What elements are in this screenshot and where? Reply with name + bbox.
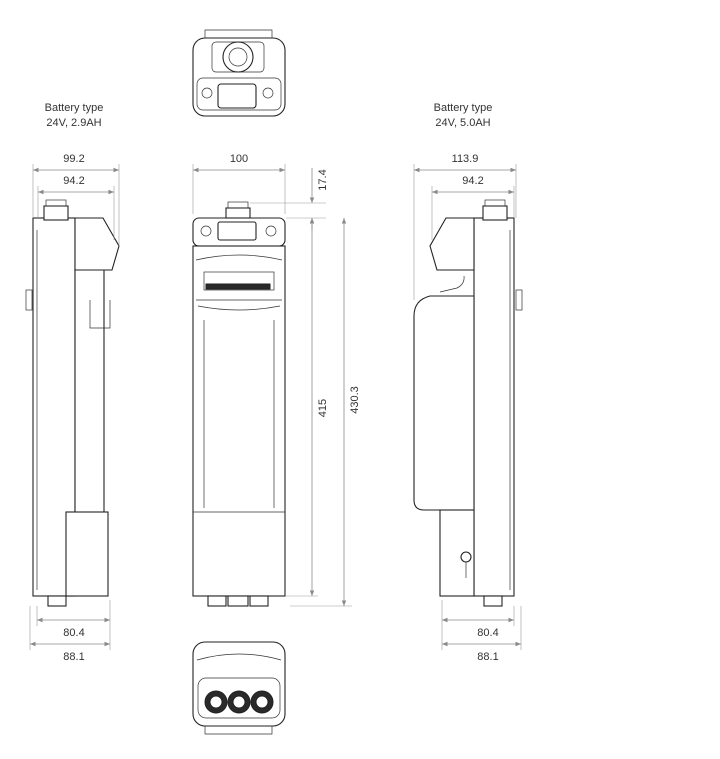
outlet-icons (204, 690, 274, 714)
left-width-overall: 99.2 (63, 153, 84, 165)
connector-knob-icon (222, 41, 254, 73)
front-height-body: 415 (317, 399, 329, 417)
grip-bar (205, 283, 271, 290)
front-connector-cap (225, 207, 251, 219)
top-view (192, 29, 286, 117)
right-connector-cap (482, 205, 508, 221)
handle (74, 217, 120, 271)
bottom-view (192, 641, 286, 735)
front-width: 100 (230, 153, 248, 165)
right-side-view: Battery type 24V, 5.0AH 113.9 94.2 80.4 (413, 102, 523, 663)
large-battery-pack (413, 295, 475, 511)
left-side-view: Battery type 24V, 2.9AH 99.2 94.2 80.4 8… (25, 102, 120, 663)
front-display-panel (217, 221, 257, 241)
left-battery-type-label: Battery type (45, 102, 104, 114)
front-top-offset: 17.4 (317, 169, 329, 190)
lock-icon (460, 551, 472, 578)
display-panel (217, 83, 257, 109)
left-battery-spec: 24V, 2.9AH (46, 117, 101, 129)
right-handle (429, 217, 475, 271)
connector-cap (43, 205, 69, 221)
left-base-outer: 88.1 (63, 651, 84, 663)
right-battery-type-label: Battery type (434, 102, 493, 114)
right-width-body: 94.2 (462, 175, 483, 187)
right-width-overall: 113.9 (452, 153, 479, 165)
left-width-body: 94.2 (63, 175, 84, 187)
left-base-inner: 80.4 (63, 627, 84, 639)
right-base-outer: 88.1 (477, 651, 498, 663)
right-battery-spec: 24V, 5.0AH (435, 117, 490, 129)
front-view: 100 17.4 415 430.3 (192, 153, 361, 607)
right-base-inner: 80.4 (477, 627, 498, 639)
front-height-overall: 430.3 (349, 386, 361, 414)
